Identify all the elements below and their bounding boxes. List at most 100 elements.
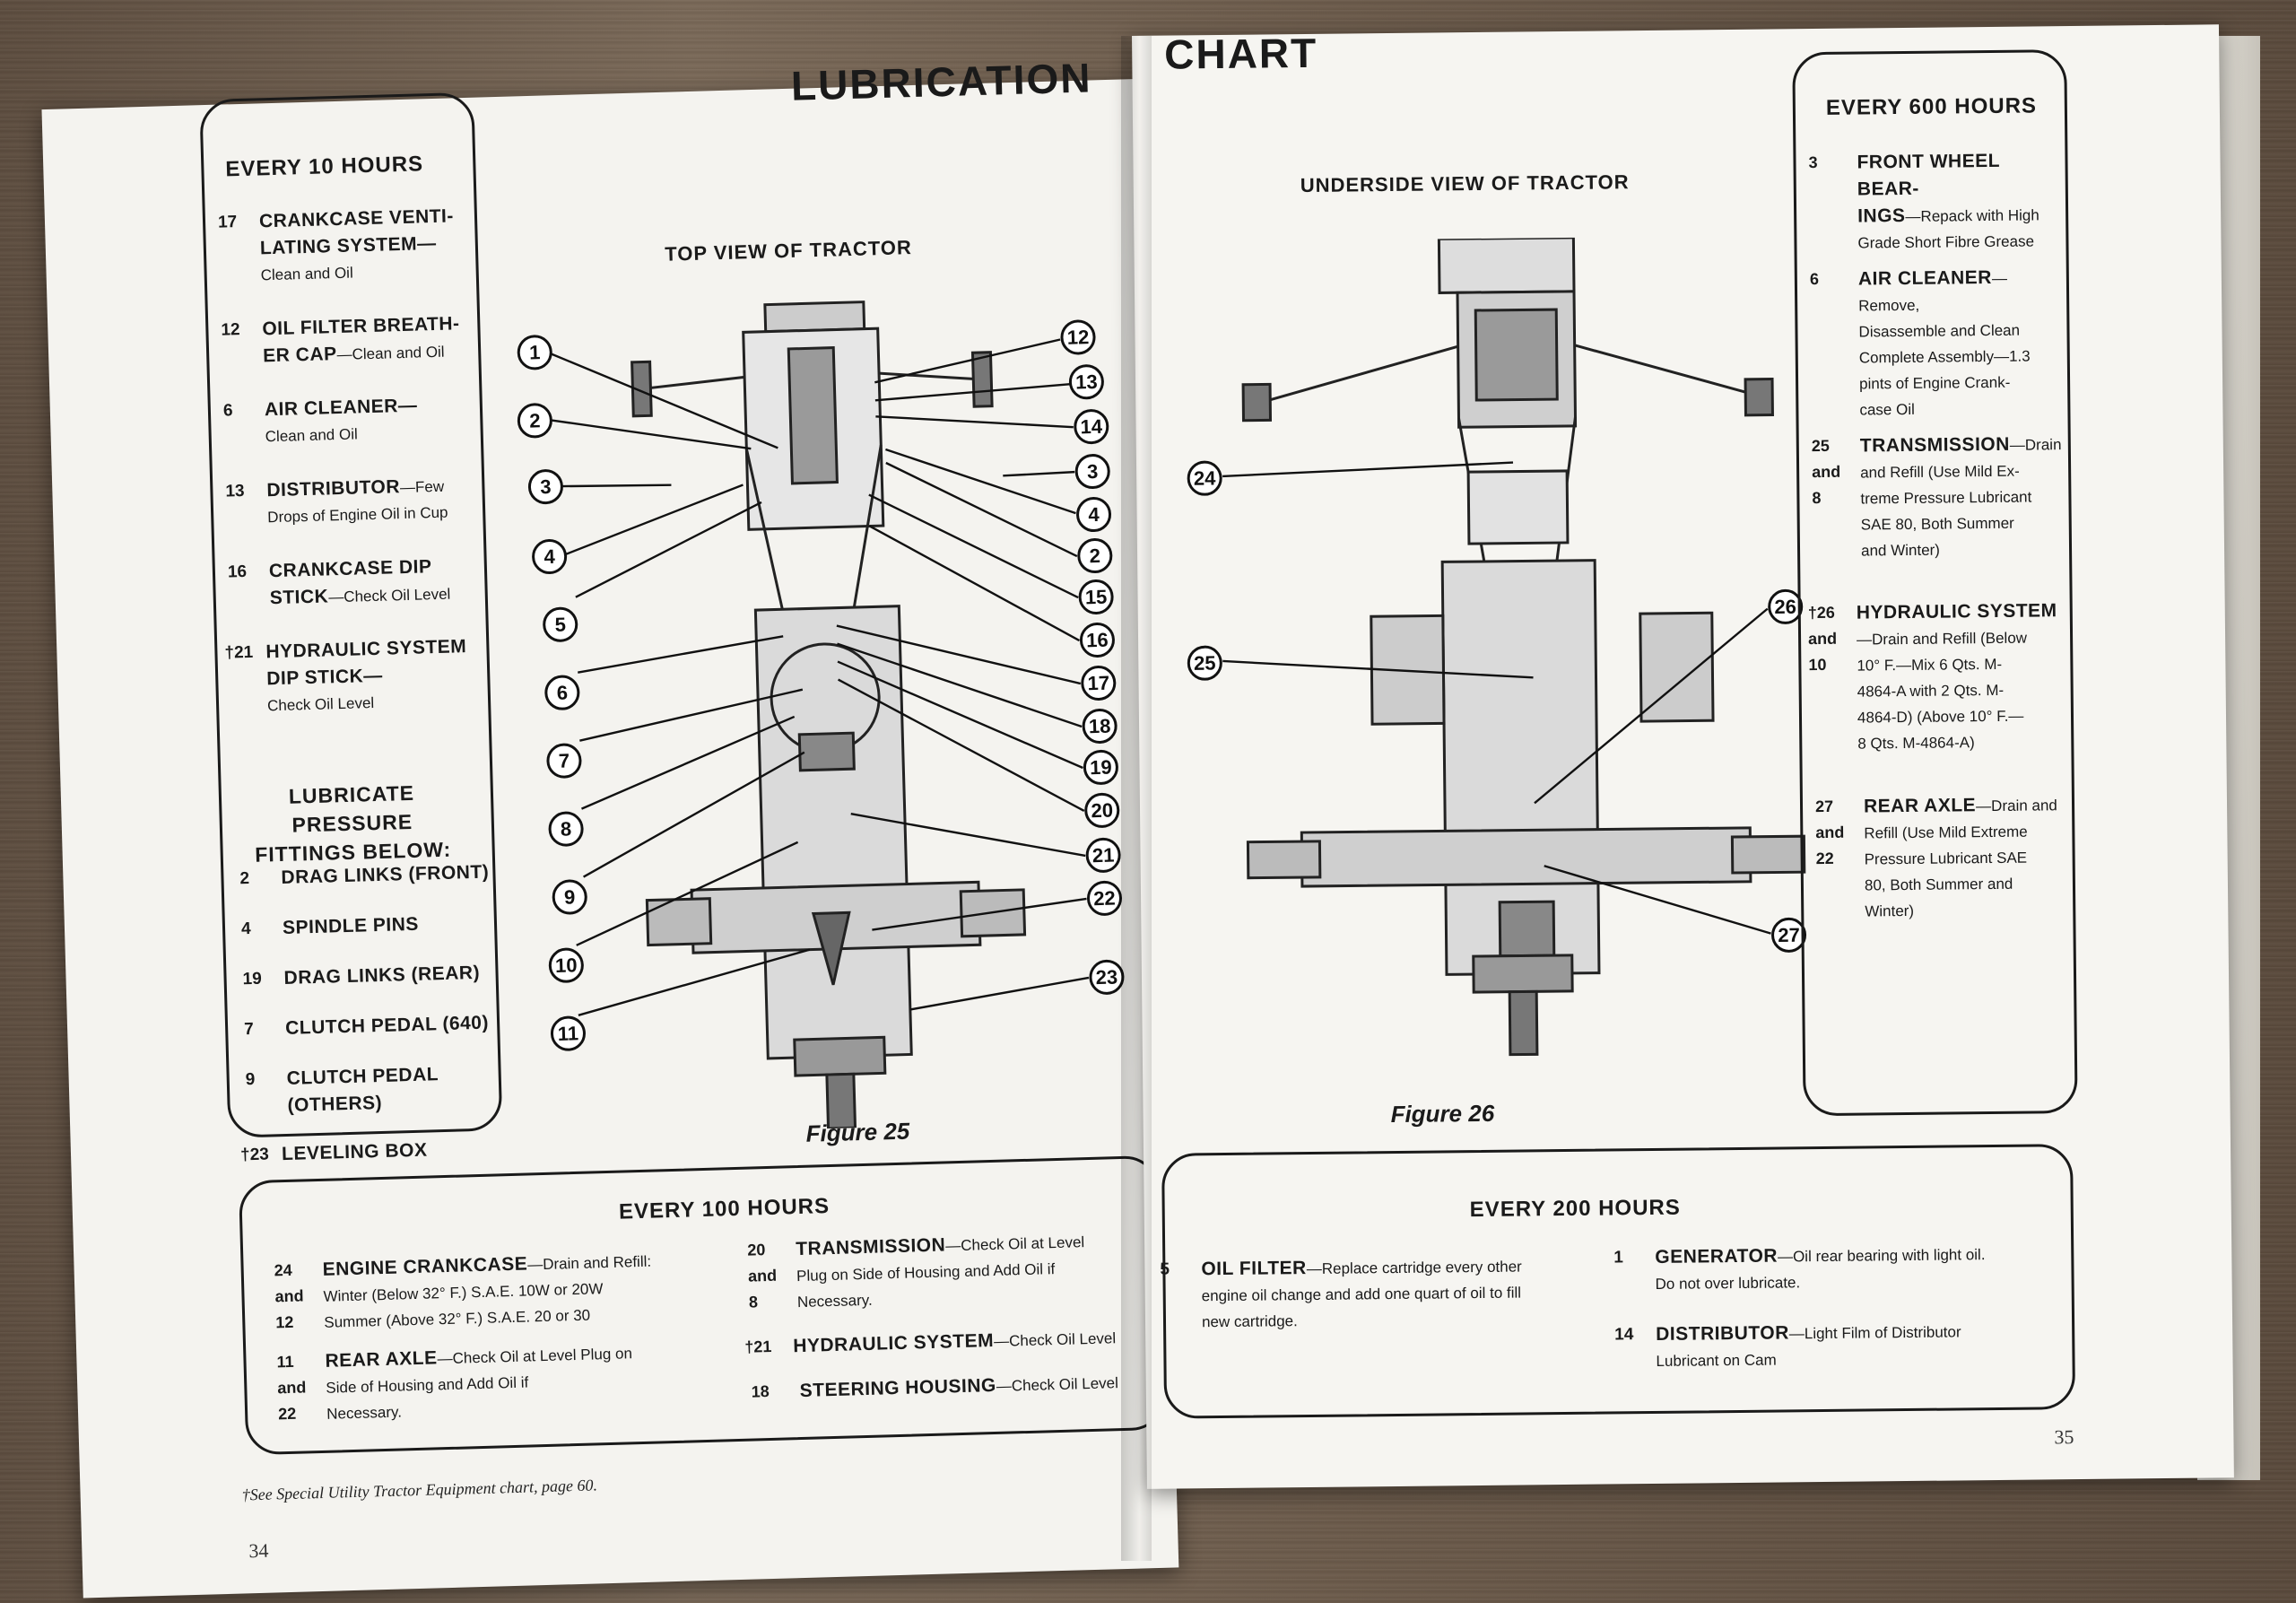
svg-text:20: 20 <box>1091 799 1113 823</box>
svg-text:11: 11 <box>557 1022 578 1045</box>
callout-3: 3 <box>527 469 563 505</box>
callout-10: 10 <box>548 947 584 983</box>
svg-text:16: 16 <box>1086 629 1109 652</box>
list-item: 6 AIR CLEANER—Clean and Oil <box>222 395 418 446</box>
callout-15: 15 <box>1078 579 1114 615</box>
svg-text:12: 12 <box>1066 326 1089 349</box>
svg-text:9: 9 <box>564 885 576 908</box>
list-item: 18 STEERING HOUSING—Check Oil Level <box>751 1374 1119 1402</box>
svg-text:26: 26 <box>1774 596 1796 618</box>
svg-text:25: 25 <box>1194 652 1216 675</box>
footnote: †See Special Utility Tractor Equipment c… <box>241 1476 598 1504</box>
svg-text:3: 3 <box>540 475 552 498</box>
svg-text:17: 17 <box>1087 672 1109 695</box>
svg-text:19: 19 <box>1090 756 1112 780</box>
right-page: CHART UNDERSIDE VIEW OF TRACTOR <box>1132 24 2234 1489</box>
book-spine <box>1121 36 1152 1561</box>
callout-13: 13 <box>1068 364 1104 400</box>
leader-lines <box>550 338 1090 1016</box>
list-item: 1 GENERATOR—Oil rear bearing with light … <box>1613 1245 1986 1293</box>
svg-text:18: 18 <box>1089 715 1111 738</box>
callout-17: 17 <box>1081 665 1117 701</box>
svg-text:21: 21 <box>1092 844 1115 867</box>
callout-22: 22 <box>1086 880 1122 916</box>
every-200-hours-heading: EVERY 200 HOURS <box>1469 1195 1681 1223</box>
top-view-title: TOP VIEW OF TRACTOR <box>664 236 913 266</box>
every-200-hours-box: EVERY 200 HOURS 5 OIL FILTER—Replace car… <box>1160 1144 2076 1419</box>
page-number-right: 35 <box>2054 1425 2074 1449</box>
callout-2: 2 <box>517 403 552 439</box>
every-10-hours-box: EVERY 10 HOURS 17 CRANKCASE VENTI-LATING… <box>199 91 503 1164</box>
underside-view-title: UNDERSIDE VIEW OF TRACTOR <box>1300 170 1630 197</box>
top-view-diagram: 1 2 3 4 5 6 7 8 9 10 11 12 13 14 3 4 2 1… <box>517 301 1125 1130</box>
callout-19: 19 <box>1083 749 1118 785</box>
svg-text:6: 6 <box>556 682 568 704</box>
callout-12: 12 <box>1060 319 1096 355</box>
callout-4-right: 4 <box>1076 497 1112 533</box>
svg-text:23: 23 <box>1095 966 1118 989</box>
left-page: LUBRICATION EVERY 10 HOURS 17 CRANKCASE … <box>41 54 1179 1599</box>
svg-text:2: 2 <box>1089 544 1100 567</box>
chart-title-right: CHART <box>1163 29 1318 78</box>
callout-23: 23 <box>1089 959 1125 995</box>
list-item: †21 HYDRAULIC SYSTEM—Check Oil Level <box>744 1329 1117 1357</box>
svg-text:22: 22 <box>1093 887 1116 910</box>
svg-text:24: 24 <box>1194 467 1216 490</box>
svg-text:7: 7 <box>559 749 570 771</box>
callout-14: 14 <box>1074 409 1109 445</box>
chart-title-left: LUBRICATION <box>790 54 1093 109</box>
list-item: 6 AIR CLEANER—Remove,Disassemble and Cle… <box>1809 266 2031 419</box>
figure-26-caption: Figure 26 <box>1390 1099 1495 1128</box>
svg-text:1: 1 <box>529 341 541 363</box>
svg-text:14: 14 <box>1080 415 1103 439</box>
svg-text:2: 2 <box>529 409 541 431</box>
svg-text:13: 13 <box>1075 370 1098 394</box>
callout-25: 25 <box>1187 645 1222 681</box>
callout-18: 18 <box>1082 708 1118 744</box>
list-item: 12 OIL FILTER BREATH-ER CAP—Clean and Oi… <box>221 313 460 367</box>
callout-24: 24 <box>1187 460 1222 496</box>
every-600-hours-box: EVERY 600 HOURS 3 FRONT WHEEL BEAR-INGS—… <box>1792 49 2078 1117</box>
tractor-underside-illustration <box>1241 236 1806 1057</box>
svg-text:4: 4 <box>1088 503 1100 526</box>
callout-20: 20 <box>1084 792 1120 828</box>
list-item: 5 OIL FILTER—Replace cartridge every oth… <box>1160 1258 1522 1331</box>
page-number-left: 34 <box>248 1538 269 1563</box>
every-100-hours-heading: EVERY 100 HOURS <box>618 1194 831 1224</box>
callout-6: 6 <box>544 675 580 710</box>
list-item: 17 CRANKCASE VENTI-LATING SYSTEM—Clean a… <box>217 205 455 284</box>
svg-text:10: 10 <box>555 954 578 977</box>
svg-text:8: 8 <box>561 817 572 840</box>
callout-16: 16 <box>1079 622 1115 658</box>
svg-text:15: 15 <box>1085 586 1108 609</box>
callout-5: 5 <box>543 606 578 642</box>
callout-7: 7 <box>546 743 582 779</box>
callout-1: 1 <box>517 335 552 370</box>
tractor-top-illustration <box>631 301 1027 1130</box>
every-600-hours-heading: EVERY 600 HOURS <box>1825 93 2038 120</box>
leader-lines <box>1222 461 1771 935</box>
svg-text:4: 4 <box>544 545 556 568</box>
list-item: 14 DISTRIBUTOR—Light Film of Distributor… <box>1614 1322 1961 1370</box>
svg-text:5: 5 <box>554 614 566 636</box>
underside-view-diagram: 24 25 26 27 <box>1187 236 1807 1057</box>
svg-text:27: 27 <box>1778 924 1800 946</box>
every-10-hours-heading: EVERY 10 HOURS <box>225 152 424 182</box>
list-item: 3 FRONT WHEEL BEAR-INGS—Repack with High… <box>1808 150 2039 252</box>
callout-21: 21 <box>1085 837 1121 873</box>
